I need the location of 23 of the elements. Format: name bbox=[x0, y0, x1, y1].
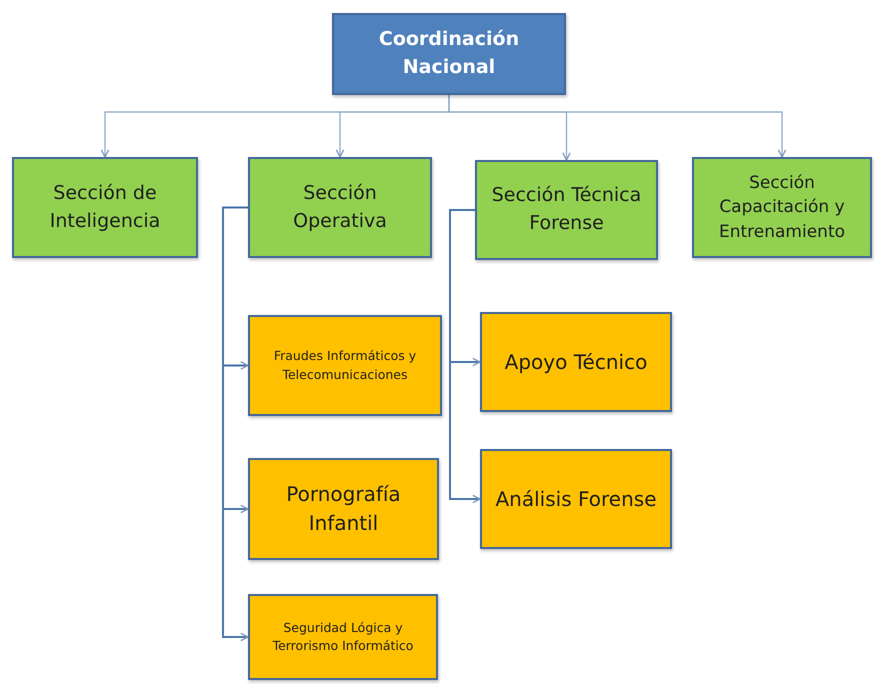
section-box bbox=[475, 160, 658, 260]
box-label: Análisis Forense bbox=[496, 486, 656, 512]
box-label: Sección Técnica Forense bbox=[490, 183, 642, 236]
box-label: Apoyo Técnico bbox=[504, 348, 648, 376]
box-label: Sección Operativa bbox=[292, 180, 388, 234]
unit-box bbox=[248, 458, 439, 560]
box-label: Pornografía Infantil bbox=[285, 481, 402, 537]
connector-arrow bbox=[448, 95, 786, 158]
box-label: Coordinación Nacional bbox=[378, 27, 520, 80]
section-box bbox=[692, 157, 872, 258]
box-label: Sección Capacitación y Entrenamiento bbox=[718, 172, 846, 244]
section-box bbox=[248, 157, 432, 258]
section-box bbox=[12, 157, 198, 258]
box-label: Fraudes Informáticos y Telecomunicaciones bbox=[272, 347, 418, 384]
connector-arrow bbox=[449, 209, 481, 504]
unit-box bbox=[248, 594, 438, 680]
connector-arrow bbox=[222, 206, 249, 642]
box-label: Seguridad Lógica y Terrorismo Informático bbox=[272, 618, 414, 655]
box-label: Sección de Inteligencia bbox=[48, 180, 162, 234]
coordination-box bbox=[332, 13, 566, 95]
unit-box bbox=[480, 449, 672, 549]
unit-box bbox=[480, 312, 672, 412]
unit-box bbox=[248, 315, 442, 416]
